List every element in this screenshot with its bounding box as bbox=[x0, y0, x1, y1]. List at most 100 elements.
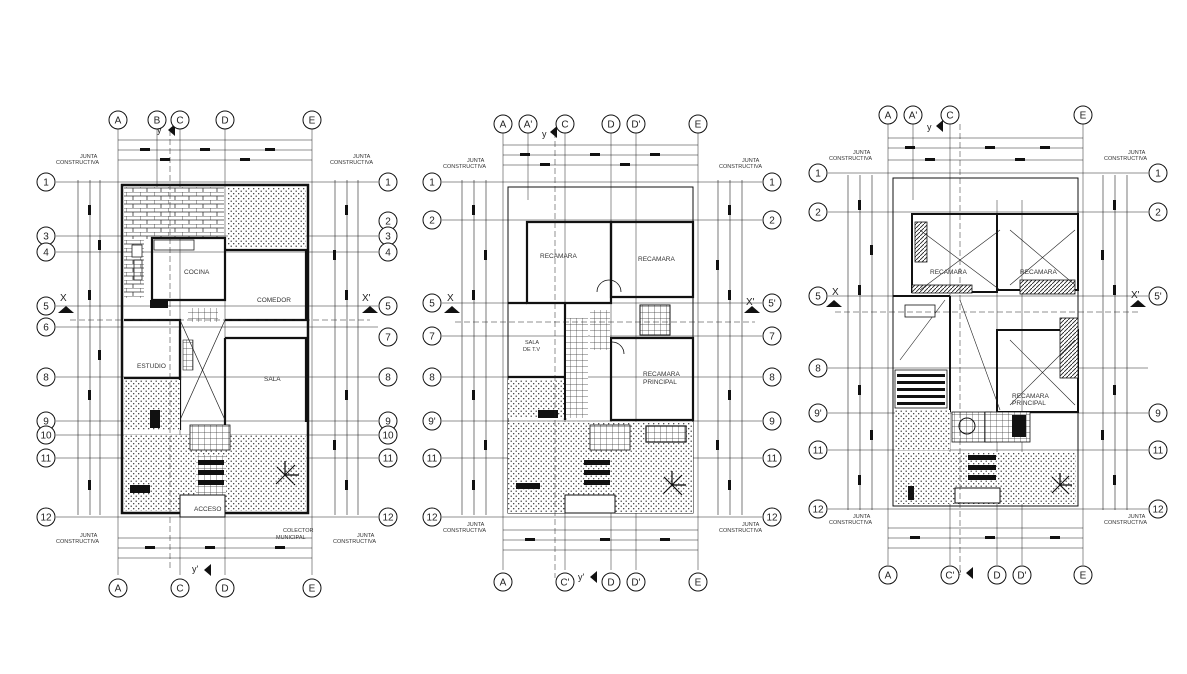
grid-row-8-left-bubble bbox=[422, 367, 442, 387]
grid-col-Dp-top-bubble bbox=[626, 114, 646, 134]
grid-col-D-bottom-label: D bbox=[607, 578, 614, 589]
section-x-left: X bbox=[60, 293, 67, 304]
grid-row-8-right-bubble bbox=[762, 367, 782, 387]
grid-row-10-right-bubble bbox=[378, 425, 398, 445]
grid-row-5-left-bubble bbox=[808, 286, 828, 306]
grid-col-E-top-label: E bbox=[695, 120, 702, 131]
grid-row-9-right-bubble bbox=[1148, 403, 1168, 423]
grid-row-8-left-bubble bbox=[36, 367, 56, 387]
grid-row-12-left-label: 12 bbox=[426, 513, 438, 524]
grid-col-A-bottom-bubble bbox=[108, 578, 128, 598]
grid-col-Dp-bottom-label: D' bbox=[631, 578, 640, 589]
grid-col-Dp-top-label: D' bbox=[631, 120, 640, 131]
grid-row-1-left-label: 1 bbox=[429, 178, 435, 189]
grid-col-Ap-top-label: A' bbox=[909, 111, 918, 122]
grid-row-2-right-label: 2 bbox=[769, 216, 775, 227]
grid-row-12-left-bubble bbox=[422, 507, 442, 527]
svg-text:JUNTA: JUNTA bbox=[742, 522, 760, 528]
section-y-top: y bbox=[157, 125, 162, 135]
grid-col-A-bottom-label: A bbox=[115, 584, 122, 595]
grid-row-12-right-label: 12 bbox=[1152, 505, 1164, 516]
grid-row-8-right-label: 8 bbox=[385, 373, 391, 384]
grid-row-9-right-label: 9 bbox=[385, 417, 391, 428]
svg-text:JUNTA: JUNTA bbox=[853, 514, 871, 520]
grid-col-A-top-label: A bbox=[885, 111, 892, 122]
svg-text:JUNTA: JUNTA bbox=[853, 150, 871, 156]
svg-text:CONSTRUCTIVA: CONSTRUCTIVA bbox=[1104, 156, 1147, 162]
grid-col-C-top-bubble bbox=[555, 114, 575, 134]
grid-row-6-left-bubble bbox=[36, 317, 56, 337]
plan-upper-floor: RECAMARA RECAMARA SALA DE T.V RECAMARA P… bbox=[422, 114, 782, 592]
section-x-left-3: X bbox=[832, 287, 839, 298]
svg-text:CONSTRUCTIVA: CONSTRUCTIVA bbox=[330, 160, 373, 166]
grid-row-8-left-label: 8 bbox=[43, 373, 49, 384]
section-y-top-3: y bbox=[927, 122, 932, 132]
grid-row-7-left-bubble bbox=[422, 326, 442, 346]
grid-row-9-right-bubble bbox=[762, 411, 782, 431]
label-sala-tv: SALA bbox=[525, 340, 539, 346]
grid-row-7-right-label: 7 bbox=[769, 332, 775, 343]
label-recamara-1: RECAMARA bbox=[540, 253, 578, 260]
grid-row-1-right-label: 1 bbox=[385, 178, 391, 189]
grid-row-11-left-label: 11 bbox=[427, 454, 438, 465]
label-recamara-principal-3b: PRINCIPAL bbox=[1012, 400, 1046, 407]
label-recamara-3b: RECAMARA bbox=[1020, 269, 1058, 276]
label-recamara-principal-2: PRINCIPAL bbox=[643, 379, 677, 386]
svg-text:CONSTRUCTIVA: CONSTRUCTIVA bbox=[829, 156, 872, 162]
grid-row-7-right-label: 7 bbox=[385, 333, 391, 344]
grid-row-8-left-label: 8 bbox=[429, 373, 435, 384]
grid-row-6-left-label: 6 bbox=[43, 323, 49, 334]
grid-col-A-bottom-label: A bbox=[500, 578, 507, 589]
grid-row-4-right-label: 4 bbox=[385, 248, 391, 259]
svg-text:JUNTA: JUNTA bbox=[80, 154, 98, 160]
grid-row-11-right-label: 11 bbox=[1153, 446, 1164, 457]
grid-row-1-right-label: 1 bbox=[769, 178, 775, 189]
grid-row-4-right-bubble bbox=[378, 242, 398, 262]
svg-text:CONSTRUCTIVA: CONSTRUCTIVA bbox=[1104, 520, 1147, 526]
grid-row-8-left-bubble bbox=[808, 358, 828, 378]
section-x-left-2: X bbox=[447, 293, 454, 304]
grid-col-Cp-bottom-bubble bbox=[555, 572, 575, 592]
grid-row-12-right-bubble bbox=[762, 507, 782, 527]
grid-col-E-bottom-label: E bbox=[1080, 571, 1087, 582]
grid-col-D-bottom-bubble bbox=[987, 565, 1007, 585]
grid-row-5p-right-label: 5' bbox=[1154, 292, 1162, 303]
svg-text:JUNTA: JUNTA bbox=[467, 522, 485, 528]
grid-row-11-right-bubble bbox=[378, 448, 398, 468]
grid-row-4-left-bubble bbox=[36, 242, 56, 262]
grid-row-5p-right-bubble bbox=[762, 293, 782, 313]
grid-col-Dp-bottom-bubble bbox=[626, 572, 646, 592]
grid-row-12-right-label: 12 bbox=[382, 513, 394, 524]
grid-row-12-left-bubble bbox=[808, 499, 828, 519]
grid-row-8-right-label: 8 bbox=[769, 373, 775, 384]
grid-col-E-bottom-bubble bbox=[302, 578, 322, 598]
grid-col-D-bottom-label: D bbox=[993, 571, 1000, 582]
section-x-right: X' bbox=[362, 293, 371, 304]
grid-row-1-right-bubble bbox=[378, 172, 398, 192]
grid-col-E-top-bubble bbox=[688, 114, 708, 134]
grid-row-12-right-bubble bbox=[378, 507, 398, 527]
grid-col-E-bottom-bubble bbox=[1073, 565, 1093, 585]
section-y-bottom: y' bbox=[192, 564, 199, 574]
grid-row-9p-left-bubble bbox=[808, 403, 828, 423]
grid-col-E-top-bubble bbox=[1073, 105, 1093, 125]
grid-col-Cp-bottom-label: C' bbox=[945, 571, 954, 582]
label-estudio: ESTUDIO bbox=[137, 363, 166, 370]
svg-text:CONSTRUCTIVA: CONSTRUCTIVA bbox=[333, 539, 376, 545]
grid-row-9-right-label: 9 bbox=[1155, 409, 1161, 420]
svg-text:JUNTA: JUNTA bbox=[357, 533, 375, 539]
grid-col-C-top-bubble bbox=[940, 105, 960, 125]
svg-text:CONSTRUCTIVA: CONSTRUCTIVA bbox=[56, 539, 99, 545]
grid-row-8-right-bubble bbox=[378, 367, 398, 387]
grid-row-5-left-label: 5 bbox=[43, 302, 49, 313]
grid-row-2-right-label: 2 bbox=[1155, 208, 1161, 219]
grid-col-Cp-bottom-label: C' bbox=[560, 578, 569, 589]
label-recamara-2: RECAMARA bbox=[638, 256, 676, 263]
grid-col-A-bottom-bubble bbox=[493, 572, 513, 592]
grid-col-C-bottom-label: C bbox=[176, 584, 183, 595]
grid-row-7-right-bubble bbox=[762, 326, 782, 346]
grid-row-4-left-label: 4 bbox=[43, 248, 49, 259]
grid-col-Cp-bottom-bubble bbox=[940, 565, 960, 585]
grid-row-10-right-label: 10 bbox=[382, 431, 394, 442]
grid-row-8-left-label: 8 bbox=[815, 364, 821, 375]
